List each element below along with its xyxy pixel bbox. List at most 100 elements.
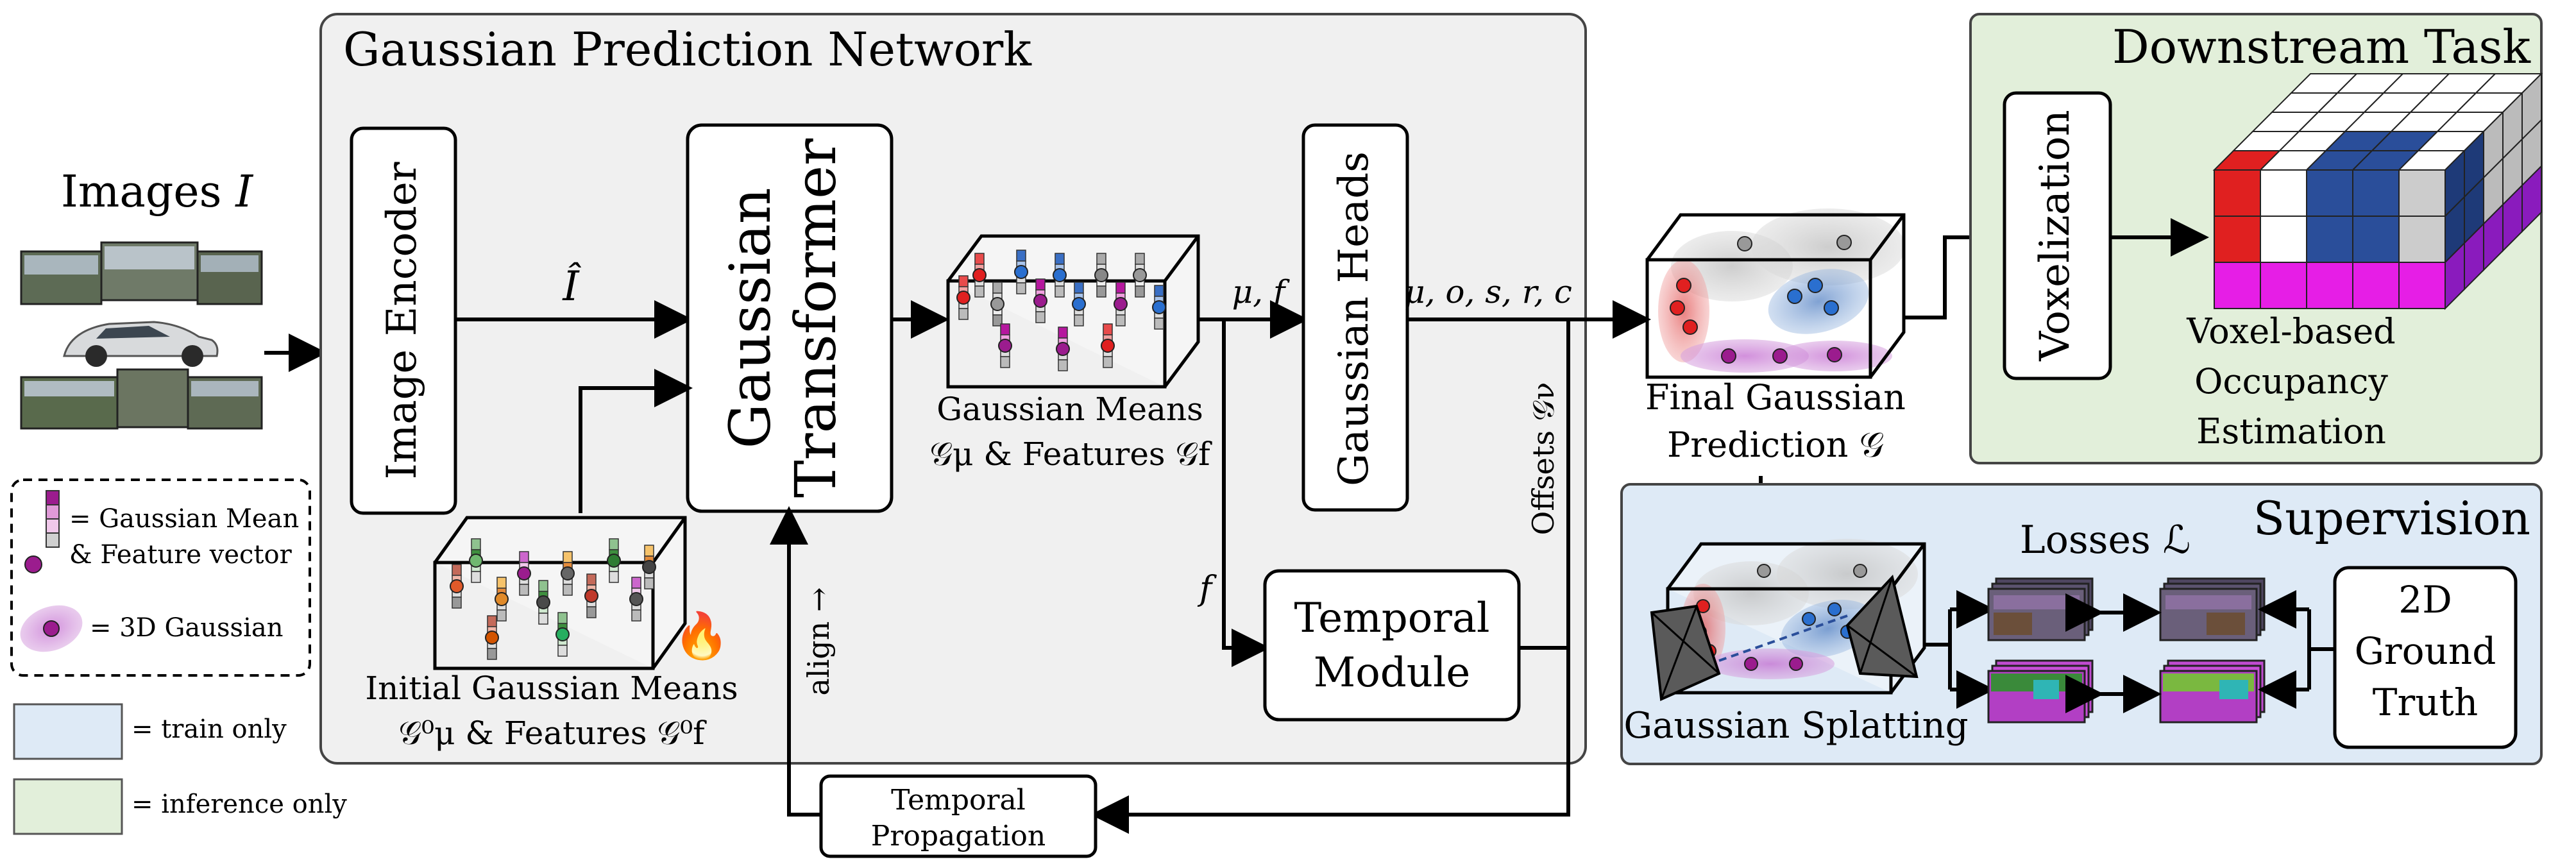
occupancy-line1: Voxel-based [2186, 311, 2395, 352]
gaussian-mean-dot [584, 589, 598, 603]
feature-cell [1058, 359, 1068, 371]
feature-cell [586, 573, 597, 586]
feature-cell [1135, 253, 1145, 265]
propagation-to-transformer-arrow [770, 506, 821, 817]
feature-cell [519, 551, 529, 563]
gaussian-mean-dot [1133, 268, 1147, 282]
gaussian-mean-dot [485, 631, 499, 645]
feature-cell [1055, 285, 1065, 298]
gaussian-mean-dot [555, 627, 570, 641]
gaussian-mean-dot [1072, 297, 1086, 311]
image-encoder-label: Image Encoder [378, 162, 426, 479]
feature-cell [487, 648, 497, 660]
feature-cell [1103, 323, 1113, 335]
voxel-cell [2352, 262, 2400, 309]
voxel-cell [2306, 216, 2353, 263]
feature-cell [452, 564, 462, 576]
gaussian-mean-dot [1053, 268, 1067, 282]
temporal-propagation-line1: Temporal [891, 784, 1026, 817]
voxelization-label: Voxelization [2031, 110, 2079, 362]
feature-cell [958, 275, 969, 287]
legend-3d-gaussian: = 3D Gaussian [90, 613, 283, 643]
legend-inference-swatch [13, 778, 123, 835]
gaussian-prediction-network: Gaussian Prediction Network Image Encode… [319, 13, 1651, 765]
feature-cell [644, 577, 654, 589]
final-gaussian-prediction: Final Gaussian Prediction 𝒢 [1645, 208, 2009, 548]
align-label: align → [801, 587, 836, 695]
camera-image-thumbnails [20, 241, 263, 430]
initial-gaussian-features [450, 538, 656, 660]
gaussian-means-line2: 𝒢μ & Features 𝒢f [929, 436, 1212, 473]
gaussian-mean-dot [469, 554, 483, 568]
voxel-cell [2352, 216, 2400, 263]
legend-mean-feature-line1: = Gaussian Mean [69, 504, 299, 534]
gaussian-mean-dot [561, 566, 575, 580]
offsets-to-propagation-arrow [1090, 648, 1570, 834]
f-to-temporal-arrow [1222, 319, 1270, 667]
voxel-cell [2398, 216, 2446, 263]
feature-cell [586, 606, 597, 618]
network-title: Gaussian Prediction Network [343, 22, 1032, 76]
feature-cell [631, 609, 641, 622]
downstream-title: Downstream Task [2112, 20, 2531, 74]
feature-cell [496, 577, 507, 589]
transformer-label-line1: Gaussian [717, 187, 783, 448]
feature-cell [1154, 318, 1164, 330]
gaussian-means-line1: Gaussian Means [936, 391, 1203, 428]
feature-cell [1055, 253, 1065, 265]
feature-cell [1000, 323, 1010, 335]
feature-cell [974, 253, 985, 265]
feature-cell [644, 545, 654, 557]
voxel-cell [2260, 262, 2307, 309]
gaussian-mean-dot [607, 554, 621, 568]
voxel-cell [2260, 216, 2307, 263]
gaussian-mean-dot [642, 560, 656, 574]
feature-cell [1135, 285, 1145, 298]
temporal-propagation-loop: Temporal Propagation [770, 506, 1570, 858]
feature-cell [1058, 326, 1068, 339]
temporal-module-box [1263, 569, 1521, 722]
voxel-cell [2521, 164, 2542, 233]
ground-truth-line1: 2D [2398, 578, 2452, 622]
supervision-title: Supervision [2253, 491, 2530, 545]
gaussian-mean-dot [990, 297, 1004, 311]
feature-cell [1115, 282, 1126, 294]
gaussian-mean-dot [1056, 342, 1070, 356]
gaussian-mean-dot [1101, 339, 1115, 353]
voxel-occupancy-grid [2212, 72, 2543, 310]
gaussian-mean-dot [536, 595, 550, 609]
images-panel: Images I [20, 167, 327, 430]
feature-cell [1016, 282, 1026, 294]
feature-cell [563, 551, 573, 563]
i-hat-label: Î [562, 262, 581, 310]
temporal-module-line2: Module [1314, 649, 1471, 697]
feature-cell [1154, 285, 1164, 297]
feature-cell [519, 584, 529, 596]
final-gaussian-cube [1645, 208, 1906, 379]
feature-cell [471, 538, 481, 550]
feature-cell [1115, 314, 1126, 326]
temporal-propagation-line2: Propagation [871, 820, 1046, 852]
rendered-semantic-images [1987, 659, 2094, 724]
final-prediction-line1: Final Gaussian [1645, 377, 1906, 418]
initial-gaussian-cube [433, 516, 687, 670]
gaussian-mean-dot [972, 268, 987, 282]
final-prediction-line2: Prediction 𝒢 [1667, 425, 1884, 465]
gaussian-mean-dot [517, 566, 531, 580]
mu-f-label: μ, f [1232, 273, 1290, 310]
feature-cell [1074, 282, 1084, 294]
offsets-label: Offsets 𝒢ν [1526, 382, 1561, 536]
gaussian-3d-icon [20, 605, 83, 652]
feature-cell [992, 314, 1003, 326]
gaussian-splatting-label: Gaussian Splatting [1623, 705, 1968, 747]
gaussian-mean-dot [1033, 294, 1047, 308]
voxel-cell [2214, 262, 2261, 309]
feature-cell [563, 584, 573, 596]
feature-cell [974, 285, 985, 298]
feature-cell [1074, 314, 1084, 326]
ego-car-icon [63, 321, 219, 367]
voxel-cell [2352, 169, 2400, 217]
gaussian-means-features [956, 250, 1166, 371]
feature-cell [452, 597, 462, 609]
gt-semantic-images [2159, 659, 2266, 724]
